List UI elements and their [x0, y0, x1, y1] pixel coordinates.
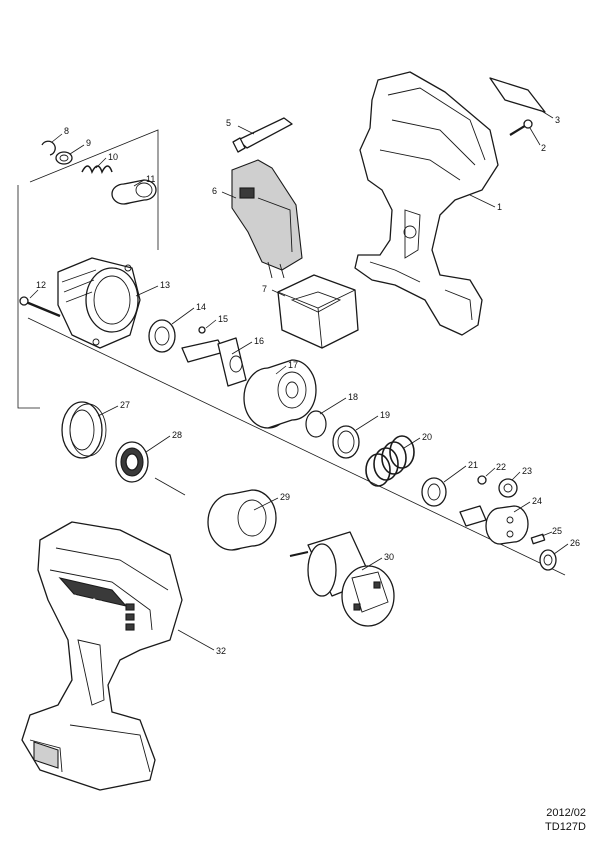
part-28-bearing: [115, 441, 149, 483]
callout-8: 8: [64, 126, 69, 136]
callout-16: 16: [254, 336, 264, 346]
part-24-spindle: [459, 505, 529, 545]
part-16-anvil: [181, 337, 247, 387]
part-27-ring: [61, 401, 107, 459]
callout-20: 20: [422, 432, 432, 442]
part-9-washer: [55, 151, 73, 165]
part-15-ball: [198, 326, 206, 334]
part-3-plate: [489, 77, 546, 113]
part-20-spring: [365, 435, 415, 487]
callout-leaders: [29, 109, 569, 651]
callout-25: 25: [552, 526, 562, 536]
callout-32: 32: [216, 646, 226, 656]
callout-15: 15: [218, 314, 228, 324]
callout-12: 12: [36, 280, 46, 290]
part-26-washer: [539, 549, 557, 571]
part-25-pin: [530, 533, 546, 545]
callout-14: 14: [196, 302, 206, 312]
part-17-hammer: [243, 359, 317, 429]
part-18-ring: [305, 410, 327, 438]
callout-30: 30: [384, 552, 394, 562]
part-5-lever: [232, 117, 293, 153]
part-13-hammer-case: [57, 257, 141, 349]
callout-2: 2: [541, 143, 546, 153]
footer-model: TD127D: [545, 821, 586, 833]
callout-23: 23: [522, 466, 532, 476]
part-12-screw: [19, 296, 61, 318]
callout-27: 27: [120, 400, 130, 410]
callout-3: 3: [555, 115, 560, 125]
callout-17: 17: [288, 360, 298, 370]
callout-1: 1: [497, 202, 502, 212]
part-1-housing: [354, 71, 499, 336]
callout-9: 9: [86, 138, 91, 148]
part-29-internal-gear: [207, 489, 277, 551]
callout-18: 18: [348, 392, 358, 402]
part-21-washer: [421, 477, 447, 507]
callout-28: 28: [172, 430, 182, 440]
part-23-gear: [498, 478, 518, 498]
footer-date: 2012/02: [546, 807, 586, 819]
part-14-washer: [148, 319, 176, 353]
part-19-washer: [332, 425, 360, 459]
part-8-clip: [41, 140, 56, 156]
part-11-sleeve: [111, 179, 157, 205]
callout-24: 24: [532, 496, 542, 506]
callout-21: 21: [468, 460, 478, 470]
part-7-terminal-holder: [277, 274, 359, 349]
callout-numbers: 1 2 3 5 6 7 8 9 10 11 12 13 14 15 16 17 …: [36, 115, 580, 656]
part-32-housing-assembly: [21, 521, 183, 791]
callout-13: 13: [160, 280, 170, 290]
callout-29: 29: [280, 492, 290, 502]
callout-7: 7: [262, 284, 267, 294]
callout-19: 19: [380, 410, 390, 420]
assembly-frame-lines: [17, 129, 566, 576]
callout-5: 5: [226, 118, 231, 128]
callout-26: 26: [570, 538, 580, 548]
part-2-screw: [509, 119, 533, 136]
part-6-switch: [231, 159, 303, 279]
callout-22: 22: [496, 462, 506, 472]
part-22-ball: [477, 475, 487, 485]
callout-10: 10: [108, 152, 118, 162]
callout-6: 6: [212, 186, 217, 196]
part-30-motor: [289, 531, 395, 627]
callout-11: 11: [146, 174, 155, 184]
